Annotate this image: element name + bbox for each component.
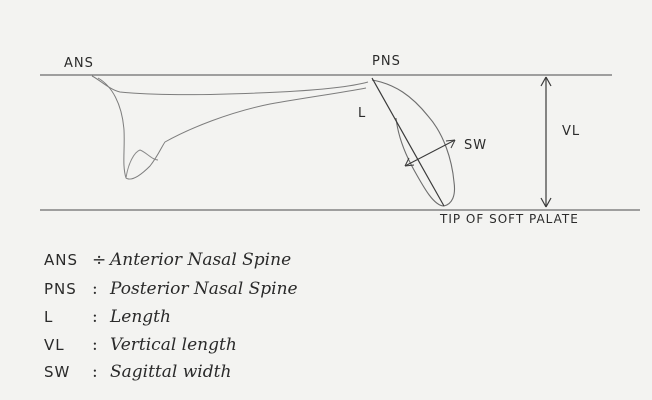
legend-abbr: L (44, 308, 92, 326)
legend-row-ans: ANS÷Anterior Nasal Spine (44, 250, 291, 270)
length-line (372, 78, 444, 206)
legend-text: Length (110, 307, 171, 327)
legend-row-length: L:Length (44, 307, 171, 327)
legend-separator: : (92, 307, 110, 327)
length-label: L (358, 106, 366, 121)
sagittal-width-label: SW (464, 138, 487, 153)
legend-text: Sagittal width (110, 362, 231, 382)
legend-abbr: ANS (44, 251, 92, 269)
legend-separator: : (92, 335, 110, 355)
legend-abbr: PNS (44, 280, 92, 298)
legend-text: Anterior Nasal Spine (110, 250, 291, 270)
sagittal-width-arrow (405, 140, 455, 166)
legend-abbr: SW (44, 363, 92, 381)
ans-label: ANS (64, 56, 94, 71)
tip-of-soft-palate-label: TIP OF SOFT PALATE (440, 212, 579, 226)
legend-row-vertical-length: VL:Vertical length (44, 335, 237, 355)
vertical-length-label: VL (562, 124, 580, 139)
pns-label: PNS (372, 54, 401, 69)
legend-row-pns: PNS:Posterior Nasal Spine (44, 279, 298, 299)
legend-separator: : (92, 362, 110, 382)
legend-text: Vertical length (110, 335, 237, 355)
legend-text: Posterior Nasal Spine (110, 279, 298, 299)
legend-row-sagittal-width: SW:Sagittal width (44, 362, 231, 382)
legend-separator: : (92, 279, 110, 299)
hard-palate-outline (92, 76, 368, 95)
legend-separator: ÷ (92, 250, 110, 270)
legend-abbr: VL (44, 336, 92, 354)
